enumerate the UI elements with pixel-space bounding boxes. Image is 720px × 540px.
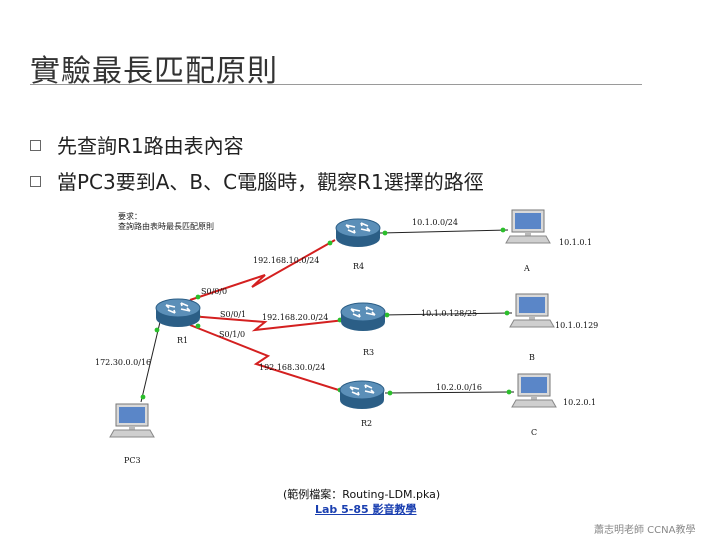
note-line: 查詢路由表時最長匹配原則 (118, 222, 214, 231)
r2-lan-label: 10.2.0.0/16 (436, 383, 482, 392)
link-dot (384, 312, 390, 318)
c-ip-label: 10.2.0.1 (563, 398, 597, 407)
s001-label: S0/0/1 (220, 310, 247, 319)
eth-link-r1-pc3 (140, 321, 161, 403)
router-r4-icon[interactable] (335, 218, 381, 248)
bullet-box-icon (30, 139, 41, 151)
example-file-caption: (範例檔案：Routing-LDM.pka) (283, 488, 441, 501)
a-ip-label: 10.1.0.1 (559, 238, 593, 247)
r1-r4-net-label: 192.168.10.0/24 (253, 256, 320, 265)
r4-label: R4 (353, 262, 365, 271)
link-dot (382, 230, 388, 236)
r1-r2-net-label: 192.168.30.0/24 (259, 363, 326, 372)
title-divider (30, 84, 642, 85)
serial-link-r1-r3 (189, 315, 346, 332)
bullet-text: 當PC3要到A、B、C電腦時，觀察R1選擇的路徑 (57, 169, 484, 194)
serial-link-r1-r2 (189, 324, 346, 393)
s010-label: S0/1/0 (219, 330, 246, 339)
link-dot (506, 389, 512, 395)
a-label: A (524, 264, 530, 273)
b-label: B (529, 353, 535, 362)
link-dot (327, 240, 333, 246)
link-dot (140, 394, 146, 400)
bullet-list: 先查詢R1路由表內容 當PC3要到A、B、C電腦時，觀察R1選擇的路徑 (30, 126, 484, 198)
bullet-item: 先查詢R1路由表內容 (30, 126, 484, 162)
c-label: C (531, 428, 538, 437)
footer-credit: 蕭志明老師 CCNA教學 (594, 525, 696, 536)
slide-title: 實驗最長匹配原則 (30, 54, 278, 89)
link-dot (504, 310, 510, 316)
router-r3-icon[interactable] (340, 302, 386, 332)
bullet-box-icon (30, 175, 41, 187)
pc-a-icon[interactable] (505, 209, 551, 244)
r3-label: R3 (363, 348, 375, 357)
link-dot (387, 390, 393, 396)
bullet-text: 先查詢R1路由表內容 (57, 133, 244, 158)
eth-link-r4-a (379, 229, 509, 234)
link-dot (195, 323, 201, 329)
diagram-note: 要求： 查詢路由表時最長匹配原則 (118, 212, 214, 232)
r1-label: R1 (177, 336, 189, 345)
pc3-label: PC3 (124, 456, 141, 465)
b-ip-label: 10.1.0.129 (555, 321, 599, 330)
r2-label: R2 (361, 419, 373, 428)
pc3-icon[interactable] (109, 403, 155, 438)
bullet-item: 當PC3要到A、B、C電腦時，觀察R1選擇的路徑 (30, 162, 484, 198)
lab-video-link[interactable]: Lab 5-85 影音教學 (315, 503, 417, 516)
serial-link-r1-r4 (189, 239, 336, 301)
pc-c-icon[interactable] (511, 373, 557, 408)
router-r2-icon[interactable] (339, 380, 385, 410)
pc-b-icon[interactable] (509, 293, 555, 328)
link-dot (500, 227, 506, 233)
link-dot (154, 327, 160, 333)
r1-r3-net-label: 192.168.20.0/24 (262, 313, 329, 322)
eth-link-r2-c (384, 391, 515, 394)
router-r1-icon[interactable] (155, 298, 201, 328)
eth-link-r3-b (381, 312, 513, 316)
link-dot (195, 294, 201, 300)
r1-lan-label: 172.30.0.0/16 (95, 358, 152, 367)
r4-lan-label: 10.1.0.0/24 (412, 218, 458, 227)
note-line: 要求： (118, 212, 142, 221)
s000-label: S0/0/0 (201, 287, 228, 296)
r3-lan-label: 10.1.0.128/25 (421, 309, 478, 318)
